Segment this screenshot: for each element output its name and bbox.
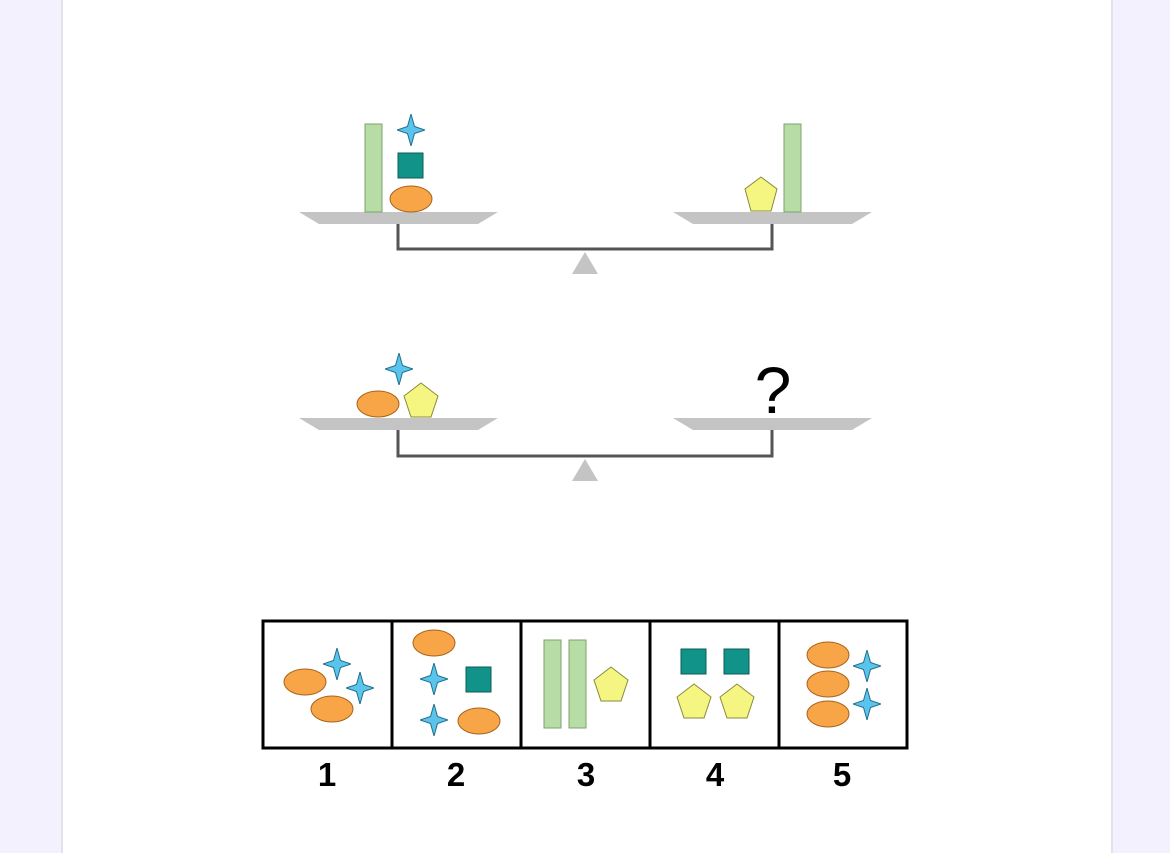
green-bar [783,123,802,213]
fulcrum [572,459,598,481]
yellow-pentagon [403,382,439,418]
right-pan [673,418,872,430]
option-label: 5 [833,756,851,793]
yellow-pentagon [676,683,712,719]
option-4[interactable] [651,622,778,747]
green-bar [364,123,383,213]
option-2[interactable] [393,622,520,747]
scale-two: ? [299,353,872,481]
orange-oval [389,185,433,213]
scale-one [299,114,872,274]
scale-beam [396,430,774,458]
option-3[interactable] [522,622,649,747]
option-label: 2 [447,756,465,793]
orange-oval [356,390,400,418]
green-bar [568,639,587,729]
green-bar [543,639,562,729]
teal-square [723,648,750,675]
blue-star [397,114,425,146]
orange-oval [457,707,501,735]
option-label: 4 [706,756,725,793]
option-1[interactable] [264,622,391,747]
fulcrum [572,252,598,274]
answer-options: 1 2 3 4 5 [261,619,909,793]
teal-square [680,648,707,675]
unknown-symbol: ? [755,353,792,427]
scale-beam [396,224,774,251]
teal-square [465,666,492,693]
orange-oval [806,700,850,728]
yellow-pentagon [593,666,629,702]
option-label: 3 [577,756,595,793]
orange-oval [412,629,456,657]
option-5[interactable] [780,622,906,747]
right-pan [673,212,872,224]
orange-oval [806,670,850,698]
blue-star [385,353,413,385]
yellow-pentagon [719,683,755,719]
orange-oval [310,695,354,723]
teal-square [397,152,424,179]
left-pan [299,418,498,430]
left-pan [299,212,498,224]
yellow-pentagon [744,176,778,212]
orange-oval [283,668,327,696]
orange-oval [806,641,850,669]
option-label: 1 [318,756,336,793]
